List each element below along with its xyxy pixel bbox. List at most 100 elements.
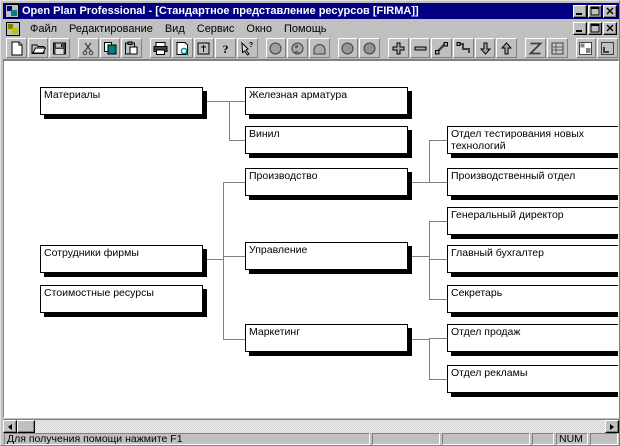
tree-node-testing-dept[interactable]: Отдел тестирования новых технологий — [447, 126, 618, 154]
step-icon[interactable] — [453, 38, 474, 58]
tree-node-label: Стоимостные ресурсы — [44, 287, 154, 299]
tree-node-cost-resources[interactable]: Стоимостные ресурсы — [40, 285, 203, 313]
minimize-button[interactable] — [573, 4, 587, 18]
filled-circle-icon[interactable] — [337, 38, 359, 58]
tree-node-production[interactable]: Производство — [245, 168, 408, 196]
tree-node-chief-accountant[interactable]: Главный бухгалтер — [447, 245, 618, 273]
connector-to-management — [223, 256, 246, 257]
toolbar-separator — [518, 48, 525, 49]
tree-node-management[interactable]: Управление — [245, 242, 408, 270]
tree-node-rebar[interactable]: Железная арматура — [245, 87, 408, 115]
connector-production-trunk — [429, 140, 430, 182]
window-controls — [573, 4, 617, 18]
window-title: Open Plan Professional - [Стандартное пр… — [22, 5, 419, 17]
status-panel-6 — [590, 433, 618, 445]
title-bar[interactable]: Open Plan Professional - [Стандартное пр… — [3, 3, 619, 19]
scroll-left-icon[interactable] — [3, 420, 17, 433]
tree-node-secretary[interactable]: Секретарь — [447, 285, 618, 313]
connector-to-prod-dept — [429, 182, 448, 183]
menu-item-edit[interactable]: Редактирование — [69, 22, 153, 35]
paste-icon[interactable] — [121, 38, 143, 58]
horizontal-scrollbar[interactable] — [3, 419, 619, 433]
tree-node-label: Генеральный директор — [451, 209, 564, 221]
connector-to-vinyl — [229, 140, 246, 141]
help-question-icon[interactable]: ? — [215, 38, 236, 58]
child-close-button[interactable] — [603, 22, 617, 35]
tree-node-label: Винил — [249, 128, 280, 140]
tree-node-sales-dept[interactable]: Отдел продаж — [447, 324, 618, 352]
context-help-icon[interactable]: ? — [236, 38, 258, 58]
tree-node-marketing[interactable]: Маркетинг — [245, 324, 408, 352]
tree-node-label: Управление — [249, 244, 308, 256]
toolbar-separator — [381, 48, 388, 49]
svg-text:?: ? — [249, 42, 253, 49]
toolbar-separator — [331, 48, 338, 49]
tree-node-label: Секретарь — [451, 287, 503, 299]
filled-circle2-icon[interactable] — [359, 38, 380, 58]
close-button[interactable] — [603, 4, 617, 18]
move-up-icon[interactable] — [496, 38, 518, 58]
maximize-button[interactable] — [588, 4, 602, 18]
toolbar: ? ? — [3, 37, 619, 60]
resource-circle-icon[interactable] — [265, 38, 287, 58]
connector-marketing-stub — [409, 339, 429, 340]
cut-scissors-icon[interactable] — [78, 38, 99, 58]
copy-icon[interactable] — [99, 38, 121, 58]
move-down-icon[interactable] — [474, 38, 496, 58]
properties-icon[interactable] — [193, 38, 215, 58]
document-icon[interactable] — [6, 21, 20, 36]
scrollbar-track[interactable] — [35, 420, 605, 433]
tree-node-staff[interactable]: Сотрудники фирмы — [40, 245, 203, 273]
remove-minus-icon[interactable] — [409, 38, 431, 58]
tree-node-vinyl[interactable]: Винил — [245, 126, 408, 154]
connector-staff-trunk — [223, 182, 224, 339]
connector-to-rebar — [229, 101, 246, 102]
connector-to-marketing — [223, 339, 246, 340]
menu-item-view[interactable]: Вид — [164, 22, 185, 35]
connector-to-ads — [429, 379, 448, 380]
zigzag-icon[interactable] — [525, 38, 546, 58]
grid-table-icon[interactable] — [546, 38, 568, 58]
scroll-right-icon[interactable] — [605, 420, 619, 433]
diagram-canvas[interactable]: Материалы Сотрудники фирмы Стоимостные р… — [3, 60, 619, 418]
scrollbar-thumb[interactable] — [17, 420, 35, 433]
resource-shape-icon[interactable] — [308, 38, 330, 58]
menu-item-tools[interactable]: Сервис — [196, 22, 235, 35]
connector-production-stub — [409, 182, 429, 183]
print-icon[interactable] — [150, 38, 171, 58]
new-document-icon[interactable] — [6, 38, 27, 58]
status-panel-4 — [532, 433, 554, 445]
status-num-lock: NUM — [556, 433, 588, 445]
toolbar-separator — [71, 48, 78, 49]
resource-person-icon[interactable] — [287, 38, 308, 58]
open-folder-icon[interactable] — [27, 38, 49, 58]
tree-node-materials[interactable]: Материалы — [40, 87, 203, 115]
tree-node-label: Производственный отдел — [451, 170, 576, 182]
app-icon — [5, 4, 19, 18]
tree-node-ceo[interactable]: Генеральный директор — [447, 207, 618, 235]
tree-node-label: Отдел рекламы — [451, 367, 528, 379]
connector-management-trunk — [429, 221, 430, 299]
menu-item-file[interactable]: Файл — [30, 22, 58, 35]
layout-icon[interactable] — [575, 38, 597, 58]
child-minimize-button[interactable] — [573, 22, 587, 35]
fit-window-icon[interactable] — [597, 38, 618, 58]
status-panel-2 — [372, 433, 440, 445]
connector-materials-trunk — [229, 101, 230, 141]
save-disk-icon[interactable] — [49, 38, 71, 58]
menu-item-window[interactable]: Окно — [246, 22, 272, 35]
connector-marketing-trunk — [429, 338, 430, 379]
menu-item-help[interactable]: Помощь — [283, 22, 327, 35]
status-hint: Для получения помощи нажмите F1 — [4, 433, 370, 445]
print-preview-icon[interactable] — [171, 38, 193, 58]
connector-management-stub — [409, 256, 429, 257]
add-plus-icon[interactable] — [388, 38, 409, 58]
tree-node-label: Производство — [249, 170, 318, 182]
link-icon[interactable] — [431, 38, 453, 58]
status-panel-3 — [442, 433, 530, 445]
tree-node-production-dept[interactable]: Производственный отдел — [447, 168, 618, 196]
tree-node-label: Железная арматура — [249, 89, 348, 101]
tree-node-ads-dept[interactable]: Отдел рекламы — [447, 365, 618, 393]
child-restore-button[interactable] — [588, 22, 602, 35]
